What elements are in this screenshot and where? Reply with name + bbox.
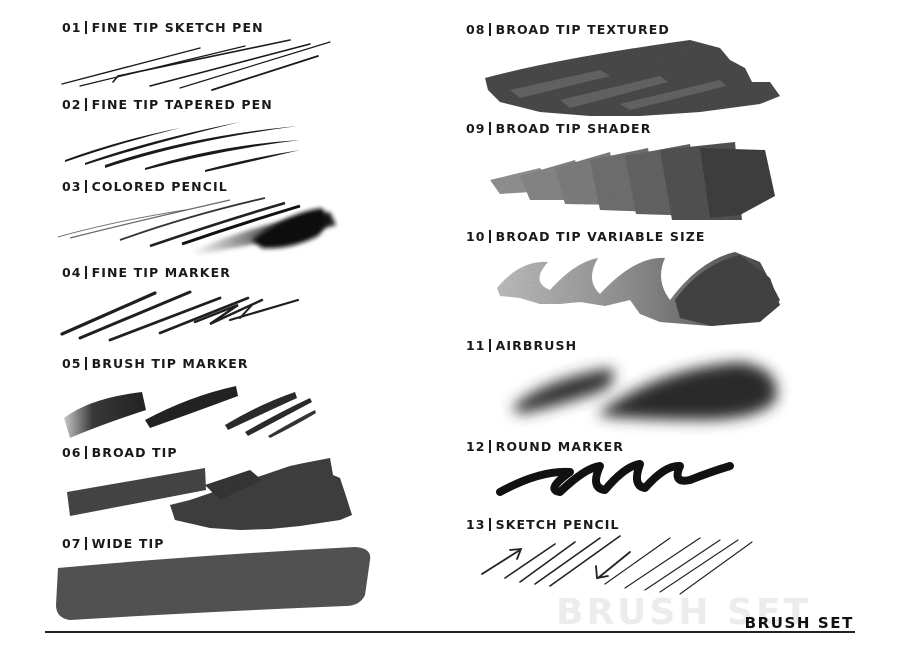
brush-label-02: 02 FINE TIP TAPERED PEN <box>62 98 273 112</box>
brush-label-07: 07 WIDE TIP <box>62 537 164 551</box>
stroke-sample-07 <box>56 547 371 620</box>
brush-number: 05 <box>62 356 82 371</box>
brush-number: 03 <box>62 179 82 194</box>
brush-label-05: 05 BRUSH TIP MARKER <box>62 357 249 371</box>
stroke-sample-11 <box>512 362 777 420</box>
footer-title: BRUSH SET <box>744 614 854 632</box>
brush-number: 02 <box>62 97 82 112</box>
stroke-sample-01 <box>61 39 331 91</box>
brush-name: BROAD TIP SHADER <box>495 121 652 136</box>
stroke-sample-12 <box>496 460 734 496</box>
footer-divider <box>45 631 855 633</box>
brush-label-11: 11 AIRBRUSH <box>466 339 577 353</box>
brush-name: BROAD TIP VARIABLE SIZE <box>495 229 706 244</box>
separator <box>84 21 87 34</box>
separator <box>488 23 491 36</box>
separator <box>488 440 491 453</box>
brush-name: COLORED PENCIL <box>91 179 228 194</box>
brush-name: ROUND MARKER <box>495 439 624 454</box>
separator <box>488 518 491 531</box>
stroke-sample-10 <box>497 252 780 326</box>
stroke-sample-08 <box>485 40 780 116</box>
brush-number: 06 <box>62 445 82 460</box>
separator <box>488 230 491 243</box>
brush-name: BROAD TIP <box>91 445 178 460</box>
brush-number: 12 <box>466 439 486 454</box>
stroke-sample-06 <box>67 458 352 530</box>
stroke-sample-13 <box>481 535 753 595</box>
brush-number: 01 <box>62 20 82 35</box>
brush-label-03: 03 COLORED PENCIL <box>62 180 228 194</box>
brush-name: BROAD TIP TEXTURED <box>495 22 670 37</box>
brush-label-08: 08 BROAD TIP TEXTURED <box>466 23 670 37</box>
stroke-sample-09 <box>490 142 775 220</box>
watermark-title: BRUSH SET <box>556 592 812 633</box>
separator <box>488 339 491 352</box>
separator <box>84 266 87 279</box>
stroke-sample-05 <box>64 386 316 438</box>
brush-name: FINE TIP MARKER <box>91 265 231 280</box>
brush-number: 13 <box>466 517 486 532</box>
brush-label-01: 01 FINE TIP SKETCH PEN <box>62 21 264 35</box>
brush-number: 11 <box>466 338 486 353</box>
brush-number: 10 <box>466 229 486 244</box>
brush-name: AIRBRUSH <box>495 338 578 353</box>
brush-label-12: 12 ROUND MARKER <box>466 440 624 454</box>
brush-label-09: 09 BROAD TIP SHADER <box>466 122 651 136</box>
separator <box>84 446 87 459</box>
separator <box>84 357 87 370</box>
separator <box>84 180 87 193</box>
brush-number: 08 <box>466 22 486 37</box>
brush-name: BRUSH TIP MARKER <box>91 356 249 371</box>
stroke-sample-03 <box>57 197 336 254</box>
brush-name: FINE TIP TAPERED PEN <box>91 97 273 112</box>
brush-label-04: 04 FINE TIP MARKER <box>62 266 231 280</box>
brush-label-13: 13 SKETCH PENCIL <box>466 518 620 532</box>
brush-name: FINE TIP SKETCH PEN <box>91 20 264 35</box>
brush-number: 07 <box>62 536 82 551</box>
brush-label-10: 10 BROAD TIP VARIABLE SIZE <box>466 230 706 244</box>
brush-name: WIDE TIP <box>91 536 165 551</box>
stroke-sample-02 <box>65 122 300 172</box>
separator <box>488 122 491 135</box>
stroke-sample-04 <box>60 290 300 342</box>
brush-number: 09 <box>466 121 486 136</box>
brush-name: SKETCH PENCIL <box>495 517 620 532</box>
brush-number: 04 <box>62 265 82 280</box>
brush-label-06: 06 BROAD TIP <box>62 446 178 460</box>
separator <box>84 537 87 550</box>
separator <box>84 98 87 111</box>
